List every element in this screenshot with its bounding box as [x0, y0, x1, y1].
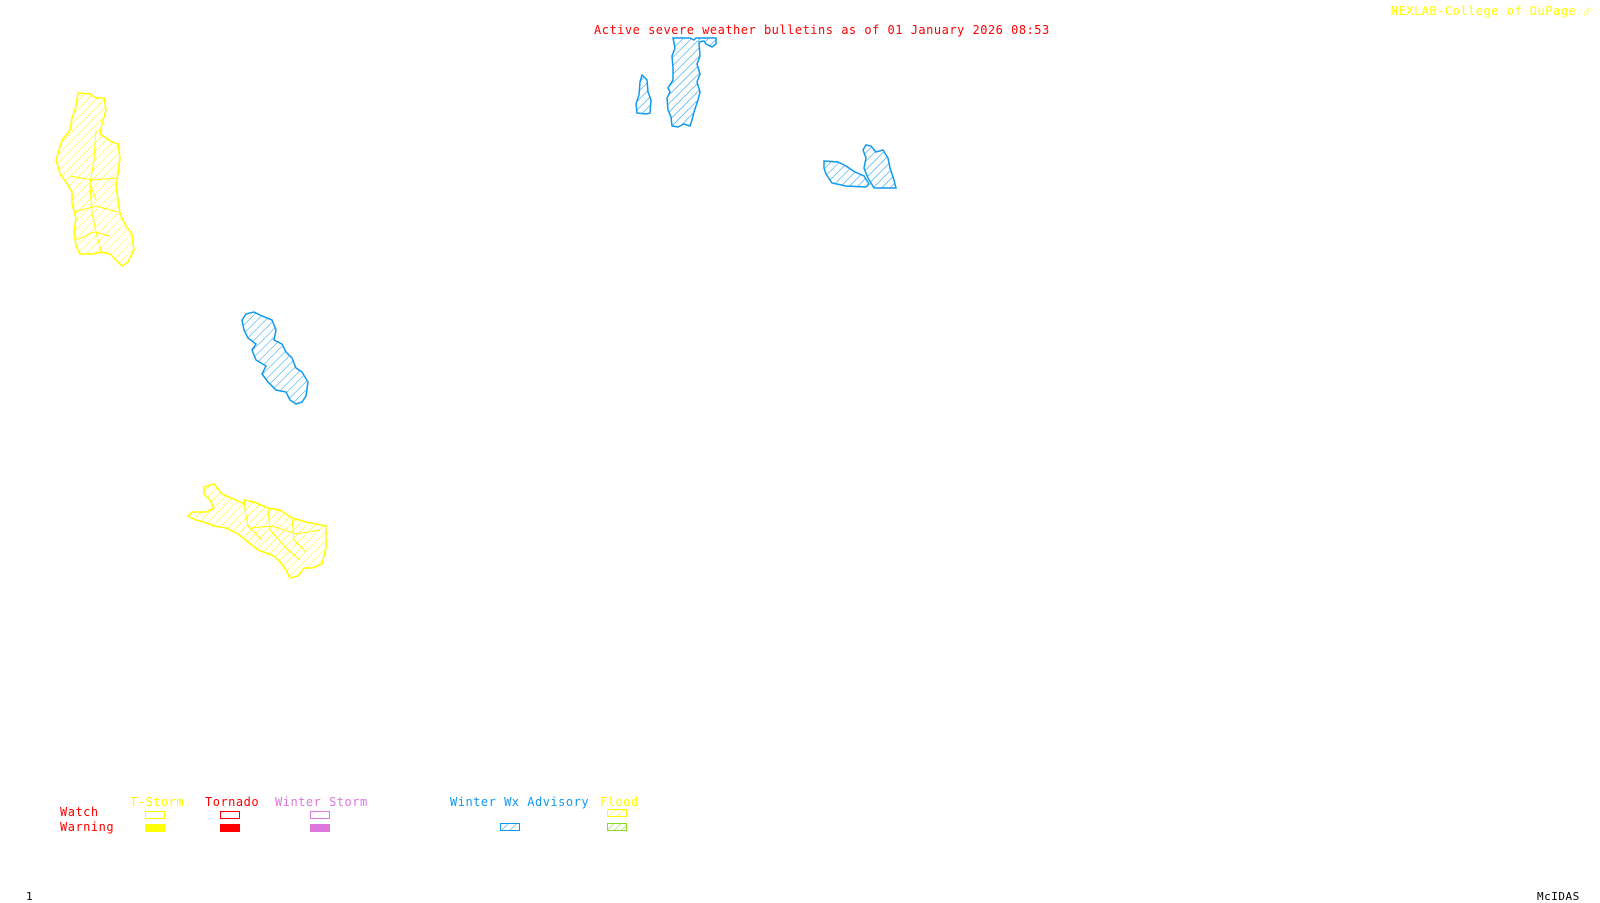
legend-winter-storm-warning-swatch: [310, 824, 330, 832]
winter-advisory-area[interactable]: [635, 73, 652, 115]
winter-advisory-area[interactable]: [666, 37, 717, 128]
credit-label: NEXLAB-College of DuPage ⮳: [1391, 5, 1594, 17]
legend-winter-storm-label: Winter Storm: [275, 795, 368, 809]
legend-winter-advisory-warning-swatch: [500, 823, 520, 831]
winter-advisory-area[interactable]: [241, 311, 309, 405]
legend-winter-storm-watch-swatch: [310, 811, 330, 819]
legend-tornado-warning-swatch: [220, 824, 240, 832]
software-label: McIDAS: [1537, 890, 1580, 903]
legend-row-watch: Watch: [60, 805, 99, 819]
credit-text: NEXLAB-College of DuPage: [1390, 4, 1577, 18]
page-title: Active severe weather bulletins as of 01…: [594, 23, 1050, 37]
flood-watch-county-lines: [243, 503, 321, 561]
legend-flood-warning-swatch: [607, 823, 627, 831]
winter-advisory-area[interactable]: [823, 160, 870, 188]
legend-flood-watch-swatch: [607, 809, 627, 817]
legend-tstorm-warning-swatch: [145, 824, 165, 832]
frame-number: 1: [26, 890, 34, 903]
flood-watch-area[interactable]: [186, 483, 327, 579]
legend-tstorm-watch-swatch: [145, 811, 165, 819]
flood-watch-county-lines: [69, 129, 119, 255]
legend-tornado-label: Tornado: [205, 795, 260, 809]
legend-tornado-watch-swatch: [220, 811, 240, 819]
legend-row-warning: Warning: [60, 820, 115, 834]
winter-advisory-area[interactable]: [862, 144, 897, 189]
logo-icon: ⮳: [1583, 4, 1594, 18]
legend-flood-label: Flood: [600, 795, 639, 809]
legend-winter-advisory-label: Winter Wx Advisory: [450, 795, 590, 809]
legend-tstorm-label: T-Storm: [130, 795, 185, 809]
